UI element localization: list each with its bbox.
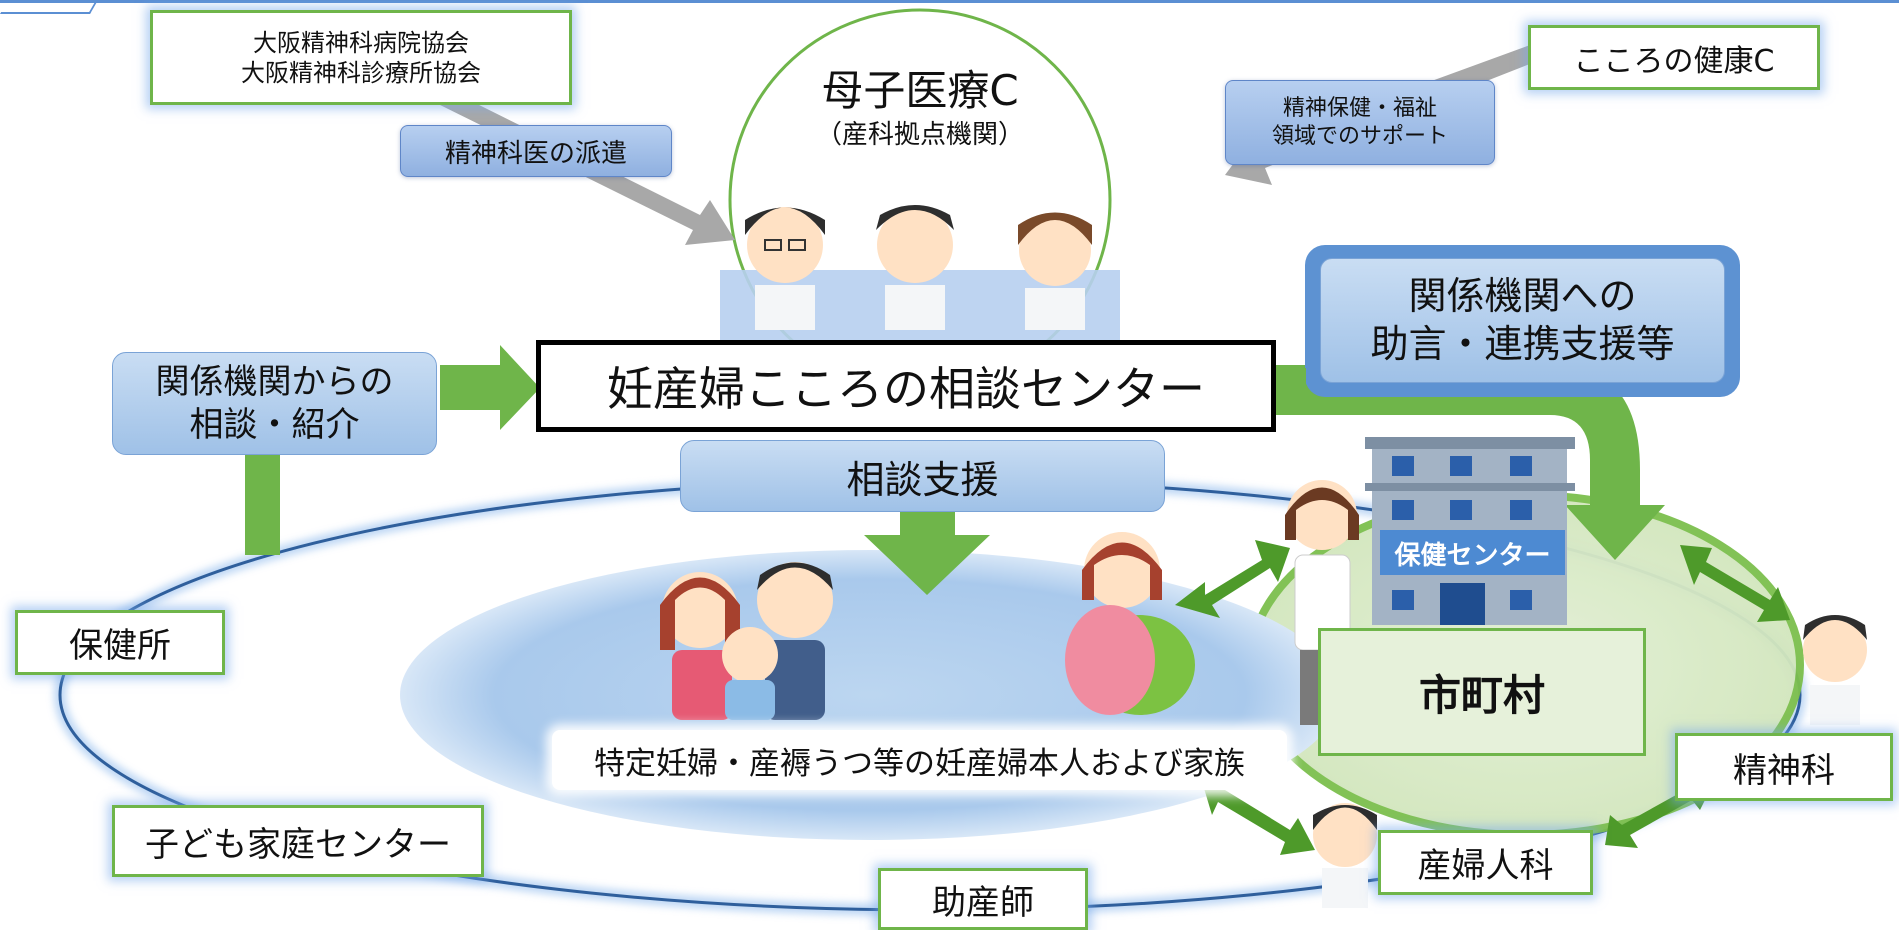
top-border-line (0, 0, 1899, 3)
midwife-box: 助産師 (878, 868, 1088, 930)
mch-center-title: 母子医療C (821, 66, 1019, 115)
nurse-figure-3 (1018, 212, 1092, 330)
arrow-family-staff (1175, 540, 1290, 618)
green-arrow-into-center (440, 345, 540, 430)
family-figures (660, 562, 833, 720)
osaka-hospital-assoc: 大阪精神科病院協会 (253, 28, 469, 57)
doctor-figure-1 (745, 207, 825, 330)
mch-center-title-block: 母子医療C （産科拠点機関） (720, 66, 1120, 151)
green-connector-left (245, 455, 280, 555)
mental-health-center-box: こころの健康C (1528, 25, 1820, 90)
pregnant-woman-figure (1065, 532, 1195, 715)
osaka-associations-box: 大阪精神科病院協会 大阪精神科診療所協会 (150, 10, 572, 105)
osaka-clinic-assoc: 大阪精神科診療所協会 (241, 58, 481, 87)
health-center-building (1365, 437, 1575, 625)
family-label: 特定妊婦・産褥うつ等の妊産婦本人および家族 (552, 730, 1287, 790)
main-center-box: 妊産婦こころの相談センター (536, 340, 1276, 432)
main-center-arrow-stub (1276, 368, 1306, 404)
arrow-family-obgyn (1200, 775, 1315, 855)
child-center-box: 子ども家庭センター (112, 805, 484, 877)
consult-from-box: 関係機関からの 相談・紹介 (112, 352, 437, 455)
psychiatry-box: 精神科 (1675, 733, 1893, 801)
obgyn-box: 産婦人科 (1378, 830, 1593, 895)
municipality-box: 市町村 (1318, 628, 1646, 756)
hokenjo-box: 保健所 (15, 610, 225, 675)
arrow-center-psychiatry (1680, 545, 1790, 622)
mch-center-subtitle: （産科拠点機関） (815, 120, 1024, 151)
staff-figure-2 (876, 205, 954, 330)
consult-support-box: 相談支援 (680, 440, 1165, 512)
health-center-sign: 保健センター (1394, 540, 1551, 571)
psychiatrist-dispatch-label: 精神科医の派遣 (400, 125, 672, 177)
obgyn-nurse-figure (1313, 803, 1377, 908)
green-arrow-down-support (864, 512, 990, 595)
psychiatrist-figure (1803, 615, 1867, 725)
green-arrow-advice-curve (1275, 365, 1665, 560)
mental-support-label: 精神保健・福祉 領域でのサポート (1225, 80, 1495, 165)
advice-box: 関係機関への 助言・連携支援等 (1320, 258, 1725, 383)
